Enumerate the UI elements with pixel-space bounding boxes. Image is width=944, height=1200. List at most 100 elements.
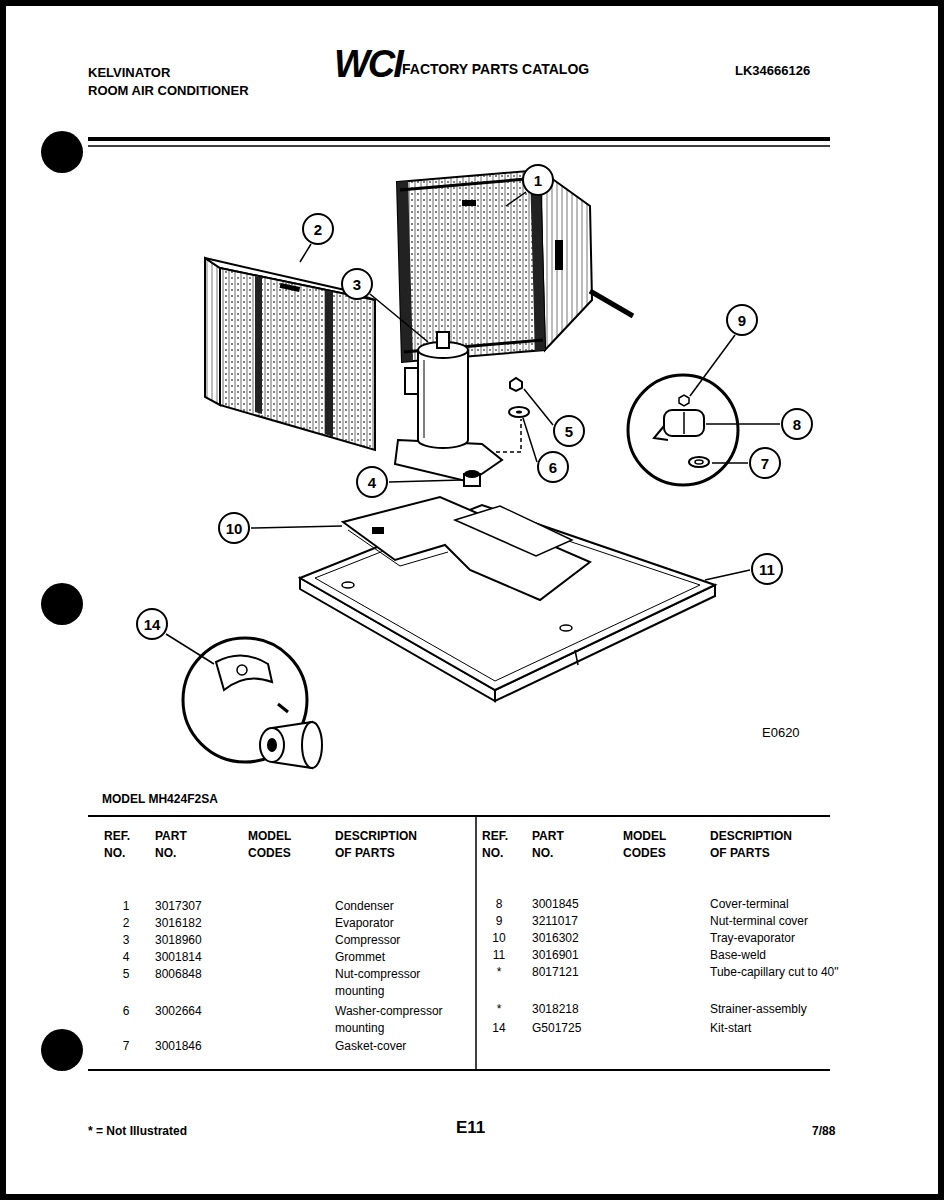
header-rule (88, 145, 830, 147)
footnote: * = Not Illustrated (88, 1123, 187, 1140)
column-header: PART NO. (155, 828, 197, 862)
callout-number: 1 (534, 173, 542, 188)
callout-number: 6 (549, 460, 557, 475)
illustration-part (325, 290, 333, 437)
part-number: 3016182 (155, 915, 235, 932)
ref-number: 1 (112, 898, 140, 915)
callout-number: 2 (314, 222, 322, 237)
part-description: Kit-start (710, 1020, 842, 1037)
part-description: Evaporator (335, 915, 467, 932)
part-number: 8017121 (532, 964, 612, 981)
figure-code: E0620 (762, 724, 800, 741)
illustration-part (216, 655, 272, 690)
illustration-part (506, 192, 526, 206)
terminal-cover-drawing (654, 395, 709, 467)
illustration-part (560, 625, 572, 631)
illustration-part (166, 634, 214, 664)
ref-number: 9 (484, 913, 514, 930)
callout-circle: 6 (537, 451, 569, 483)
part-number: 3211017 (532, 913, 612, 930)
part-description: Nut-terminal cover (710, 913, 842, 930)
illustration-part (251, 526, 342, 528)
illustration-part (575, 650, 578, 665)
illustration-part (400, 178, 538, 190)
column-header: DESCRIPTION OF PARTS (710, 828, 808, 862)
callout-circle: 10 (218, 512, 250, 544)
part-description: Strainer-assembly (710, 1001, 842, 1018)
callout-number: 8 (793, 417, 801, 432)
illustration-part (372, 527, 384, 534)
ref-number: 3 (112, 932, 140, 949)
ref-number: 8 (484, 896, 514, 913)
compressor-drawing (395, 332, 502, 482)
catalog-title: FACTORY PARTS CATALOG (402, 61, 589, 78)
punch-hole (41, 131, 83, 173)
detail-inset (628, 375, 738, 485)
page-border (3, 3, 941, 1197)
callout-circle: 1 (522, 164, 554, 196)
callout-number: 4 (368, 475, 376, 490)
illustration-part (348, 530, 448, 566)
ref-number: 2 (112, 915, 140, 932)
illustration-part (397, 170, 545, 362)
illustration-part (424, 360, 425, 438)
part-description: Washer-compressor mounting (335, 1003, 467, 1037)
table-rule (475, 816, 477, 1070)
part-description: Cover-terminal (710, 896, 842, 913)
table-rule (88, 815, 830, 817)
illustration-part (705, 570, 750, 580)
callout-circle: 3 (341, 268, 373, 300)
callout-circle: 14 (136, 608, 168, 640)
callout-number: 7 (761, 456, 769, 471)
illustration-part (397, 181, 413, 362)
illustration-part (418, 350, 468, 448)
part-number: 3016302 (532, 930, 612, 947)
illustration-part (654, 426, 668, 440)
column-header: DESCRIPTION OF PARTS (335, 828, 433, 862)
callout-circle: 7 (749, 447, 781, 479)
illustration-part (267, 738, 277, 752)
illustration-part (237, 665, 247, 675)
start-kit-drawing (216, 655, 322, 768)
part-number: 3018218 (532, 1001, 612, 1018)
part-number: 3016901 (532, 947, 612, 964)
illustration-part (555, 240, 563, 270)
part-number: G501725 (532, 1020, 612, 1037)
ref-number: 10 (484, 930, 514, 947)
tray-drawing (343, 497, 590, 600)
part-description: Base-weld (710, 947, 842, 964)
logo-text: WCI (334, 44, 402, 84)
illustration-part (530, 170, 545, 351)
part-description: Tube-capillary cut to 40" (710, 964, 842, 981)
part-description: Nut-compressor mounting (335, 966, 467, 1000)
callout-number: 9 (738, 313, 746, 328)
callout-circle: 2 (302, 213, 334, 245)
illustration-part (462, 200, 476, 206)
illustration-part (343, 497, 590, 600)
ref-number: * (484, 964, 514, 981)
illustration-part (516, 411, 522, 414)
ref-number: 4 (112, 949, 140, 966)
part-description: Grommet (335, 949, 467, 966)
inset-link (590, 291, 633, 316)
illustration-part (523, 418, 537, 462)
illustration-part (370, 294, 428, 342)
part-description: Compressor (335, 932, 467, 949)
illustration-part (455, 506, 572, 556)
part-number: 3001814 (155, 949, 235, 966)
illustration-part (679, 395, 689, 406)
ref-number: 5 (112, 966, 140, 983)
part-number: 3001846 (155, 1038, 235, 1055)
callout-circle: 11 (751, 553, 783, 585)
product-type: ROOM AIR CONDITIONER (88, 82, 249, 100)
illustration-part (690, 335, 735, 396)
brand-name: KELVINATOR (88, 64, 170, 82)
illustration-part (278, 704, 288, 712)
leader-lines (166, 192, 780, 664)
ref-number: 7 (112, 1038, 140, 1055)
illustration-part (205, 258, 220, 405)
callout-circle: 8 (781, 408, 813, 440)
illustration-part (664, 410, 704, 436)
ref-number: 6 (112, 1003, 140, 1020)
